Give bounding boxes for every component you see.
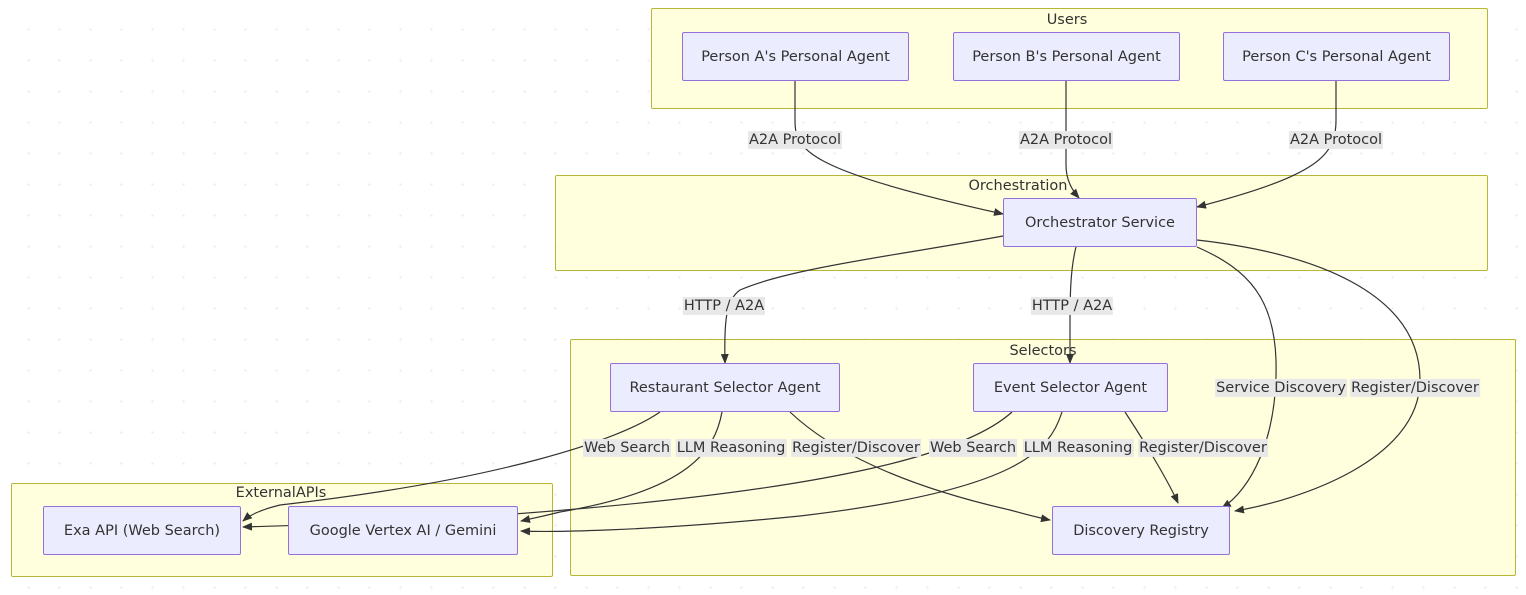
edge-label-llm-reasoning-restaurant: LLM Reasoning (675, 438, 787, 458)
node-discovery-registry[interactable]: Discovery Registry (1052, 506, 1230, 555)
node-orchestrator-service[interactable]: Orchestrator Service (1003, 198, 1197, 247)
edge-label-a2a-protocol-a: A2A Protocol (747, 130, 843, 150)
cluster-title-users: Users (1046, 12, 1088, 28)
edge-label-register-discover-restaurant: Register/Discover (791, 438, 921, 458)
edge-label-a2a-protocol-b: A2A Protocol (1018, 130, 1114, 150)
node-person-c-personal-agent[interactable]: Person C's Personal Agent (1223, 32, 1450, 81)
node-person-a-personal-agent[interactable]: Person A's Personal Agent (682, 32, 909, 81)
node-person-b-personal-agent[interactable]: Person B's Personal Agent (953, 32, 1180, 81)
edge-label-web-search-event: Web Search (928, 438, 1018, 458)
edge-label-http-a2a-event: HTTP / A2A (1030, 296, 1114, 316)
edge-label-web-search-restaurant: Web Search (582, 438, 672, 458)
edge-label-http-a2a-restaurant: HTTP / A2A (682, 296, 766, 316)
node-restaurant-selector-agent[interactable]: Restaurant Selector Agent (610, 363, 840, 412)
edge-label-llm-reasoning-event: LLM Reasoning (1022, 438, 1134, 458)
cluster-title-orchestration: Orchestration (968, 178, 1068, 194)
cluster-title-external-apis: ExternalAPIs (235, 485, 327, 501)
cluster-title-selectors: Selectors (1009, 343, 1077, 359)
node-event-selector-agent[interactable]: Event Selector Agent (973, 363, 1168, 412)
edge-label-register-discover-event: Register/Discover (1138, 438, 1268, 458)
edge-label-service-discovery: Service Discovery (1215, 378, 1347, 398)
node-google-vertex-ai-gemini[interactable]: Google Vertex AI / Gemini (288, 506, 518, 555)
edge-label-a2a-protocol-c: A2A Protocol (1288, 130, 1384, 150)
node-exa-api-web-search[interactable]: Exa API (Web Search) (43, 506, 241, 555)
edge-label-register-discover-orchestrator: Register/Discover (1350, 378, 1480, 398)
